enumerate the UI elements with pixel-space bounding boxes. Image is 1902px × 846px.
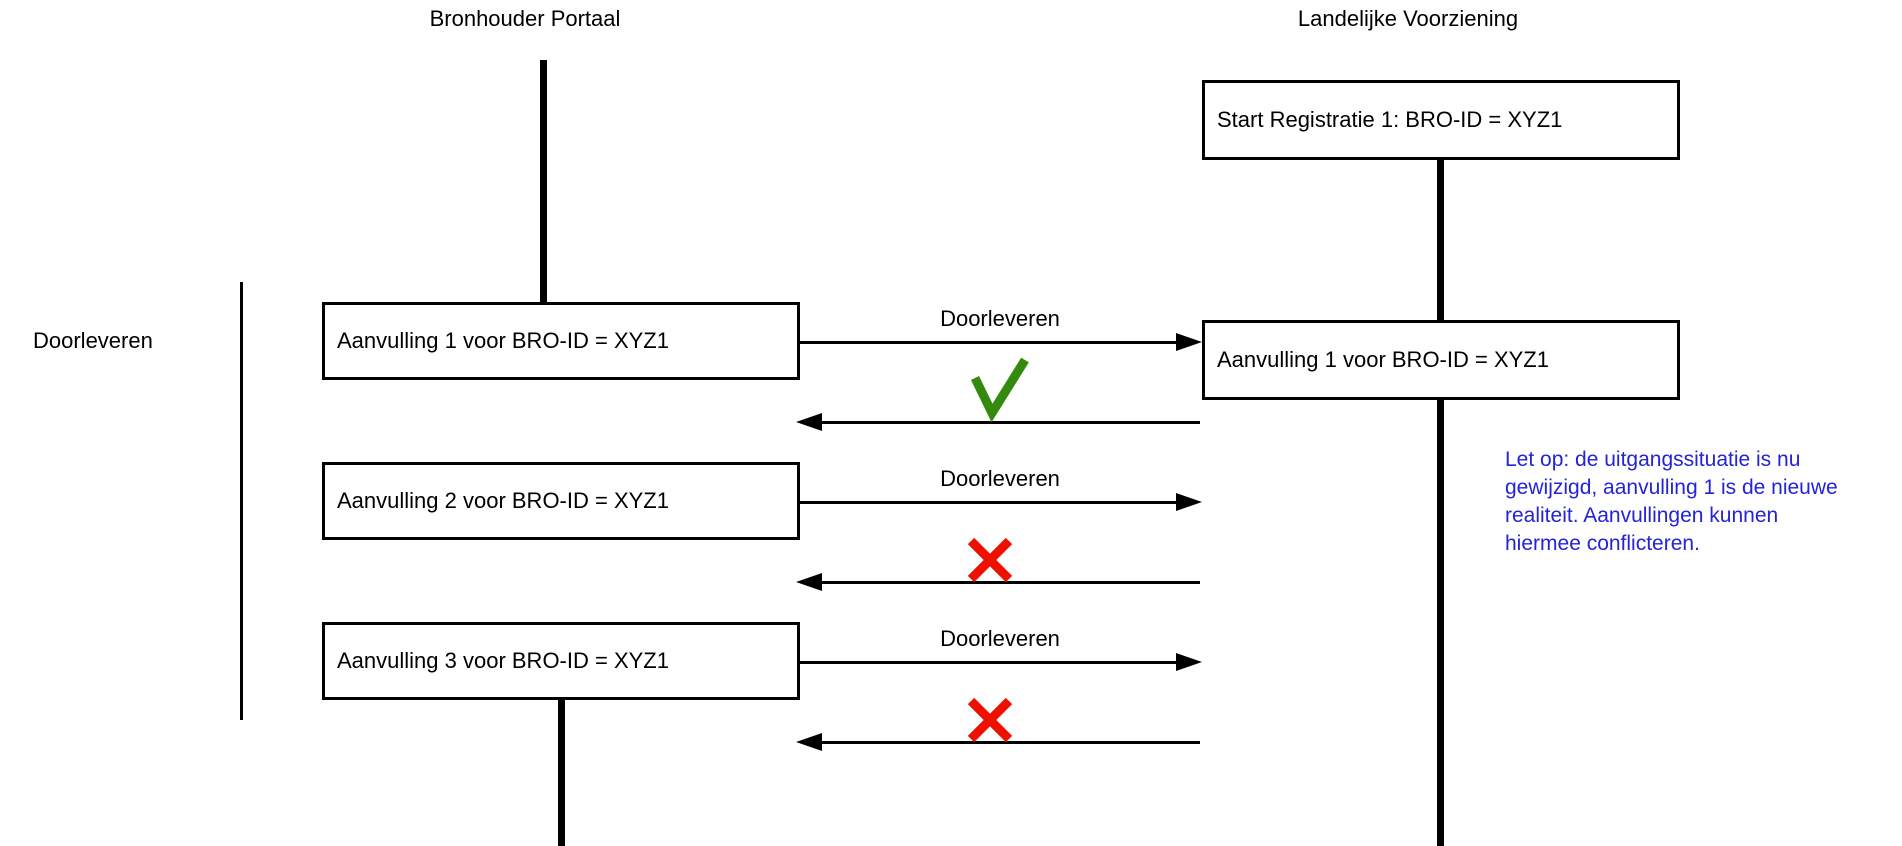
- box-start-registratie-text: Start Registratie 1: BRO-ID = XYZ1: [1217, 107, 1563, 132]
- note-line-3: realiteit. Aanvullingen kunnen: [1505, 504, 1779, 527]
- arrow-label-doorleveren-3: Doorleveren: [940, 626, 1060, 651]
- arrowhead-right-icon: [1176, 493, 1202, 511]
- arrowhead-right-icon: [1176, 653, 1202, 671]
- box-aanvulling-3: Aanvulling 3 voor BRO-ID = XYZ1: [322, 622, 800, 700]
- arrow-doorleveren-1: [800, 341, 1178, 344]
- arrow-label-doorleveren-2: Doorleveren: [940, 466, 1060, 491]
- arrowhead-left-icon: [796, 573, 822, 591]
- box-aanvulling-3-text: Aanvulling 3 voor BRO-ID = XYZ1: [337, 648, 669, 673]
- doorleveren-group-label: Doorleveren: [33, 328, 153, 353]
- lane-title-bronhouder-portaal: Bronhouder Portaal: [429, 6, 621, 31]
- note-line-2: gewijzigd, aanvulling 1 is de nieuwe: [1505, 476, 1838, 499]
- box-aanvulling-1-landelijke-voorziening: Aanvulling 1 voor BRO-ID = XYZ1: [1202, 320, 1680, 400]
- box-aanvulling-2: Aanvulling 2 voor BRO-ID = XYZ1: [322, 462, 800, 540]
- arrow-doorleveren-3: [800, 661, 1178, 664]
- lifeline-bronhouder-top: [540, 60, 547, 304]
- note-line-4: hiermee conflicteren.: [1505, 532, 1700, 555]
- arrowhead-right-icon: [1176, 333, 1202, 351]
- lifeline-bronhouder-bottom: [558, 698, 565, 846]
- box-aanvulling-1: Aanvulling 1 voor BRO-ID = XYZ1: [322, 302, 800, 380]
- check-success-icon: [970, 357, 1029, 423]
- box-start-registratie: Start Registratie 1: BRO-ID = XYZ1: [1202, 80, 1680, 160]
- lifeline-landelijke-voorziening: [1437, 84, 1444, 846]
- doorleveren-group-bracket: [240, 282, 243, 720]
- box-aanvulling-1-text: Aanvulling 1 voor BRO-ID = XYZ1: [337, 328, 669, 353]
- cross-fail-icon: [967, 537, 1013, 583]
- note-let-op: Let op: de uitgangssituatie is nu gewijz…: [1505, 446, 1838, 558]
- arrowhead-left-icon: [796, 733, 822, 751]
- box-aanvulling-1-lv-text: Aanvulling 1 voor BRO-ID = XYZ1: [1217, 347, 1549, 372]
- arrow-return-1: [814, 421, 1200, 424]
- arrow-doorleveren-2: [800, 501, 1178, 504]
- arrow-label-doorleveren-1: Doorleveren: [940, 306, 1060, 331]
- arrow-return-2: [814, 581, 1200, 584]
- cross-fail-icon: [967, 697, 1013, 743]
- arrowhead-left-icon: [796, 413, 822, 431]
- box-aanvulling-2-text: Aanvulling 2 voor BRO-ID = XYZ1: [337, 488, 669, 513]
- lane-title-landelijke-voorziening: Landelijke Voorziening: [1297, 6, 1519, 31]
- arrow-return-3: [814, 741, 1200, 744]
- note-line-1: Let op: de uitgangssituatie is nu: [1505, 448, 1801, 471]
